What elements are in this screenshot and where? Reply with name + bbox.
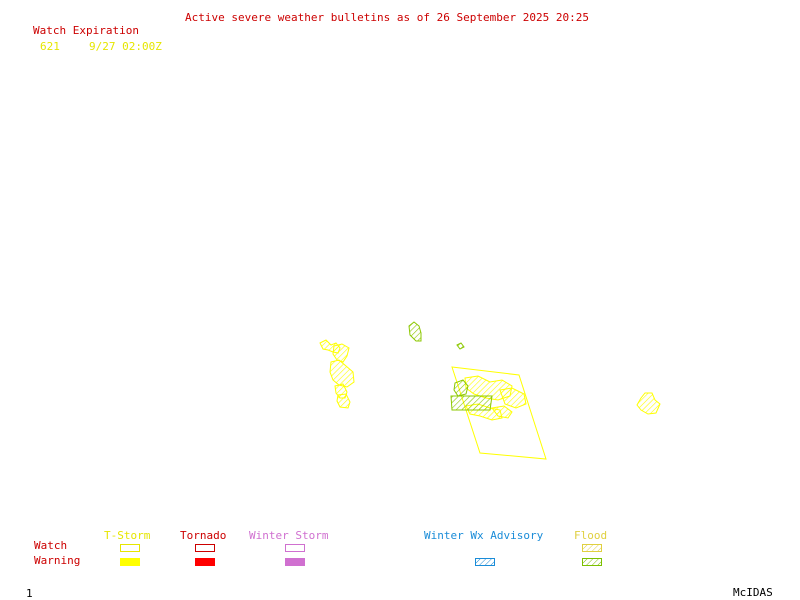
flood-watch-swatch [582, 544, 602, 552]
central-flood-warnings [450, 379, 493, 411]
legend-flood-label: Flood [574, 529, 608, 542]
legend-winter-storm-label: Winter Storm [249, 529, 329, 542]
watch-expires: 9/27 02:00Z [89, 40, 162, 53]
tornado-watch-swatch [195, 544, 215, 552]
tornado-warning-swatch [195, 558, 215, 566]
western-tstorm-warnings [319, 339, 355, 409]
tstorm-warning-swatch [120, 558, 140, 566]
legend-warning-label: Warning [34, 554, 81, 567]
winter-wx-advisory-swatch [475, 558, 495, 566]
eastern-tstorm-warning [636, 392, 661, 415]
bulletin-title: Active severe weather bulletins as of 26… [185, 11, 589, 24]
watch-box-621 [451, 366, 547, 460]
watch-expiration-header: Watch Expiration [33, 24, 139, 37]
flood-warning-swatch [582, 558, 602, 566]
legend-tstorm-label: T-Storm [104, 529, 151, 542]
mcidas-brand: McIDAS [733, 586, 773, 599]
legend-winter-wx-advisory-label: Winter Wx Advisory [424, 529, 544, 542]
tstorm-watch-swatch [120, 544, 140, 552]
small-flood-warning [456, 342, 465, 350]
watch-number: 621 [40, 40, 60, 53]
winter-storm-watch-swatch [285, 544, 305, 552]
frame-number: 1 [26, 587, 33, 600]
winter-storm-warning-swatch [285, 558, 305, 566]
northern-flood-warning [408, 321, 422, 342]
legend-watch-label: Watch [34, 539, 68, 552]
legend-tornado-label: Tornado [180, 529, 227, 542]
